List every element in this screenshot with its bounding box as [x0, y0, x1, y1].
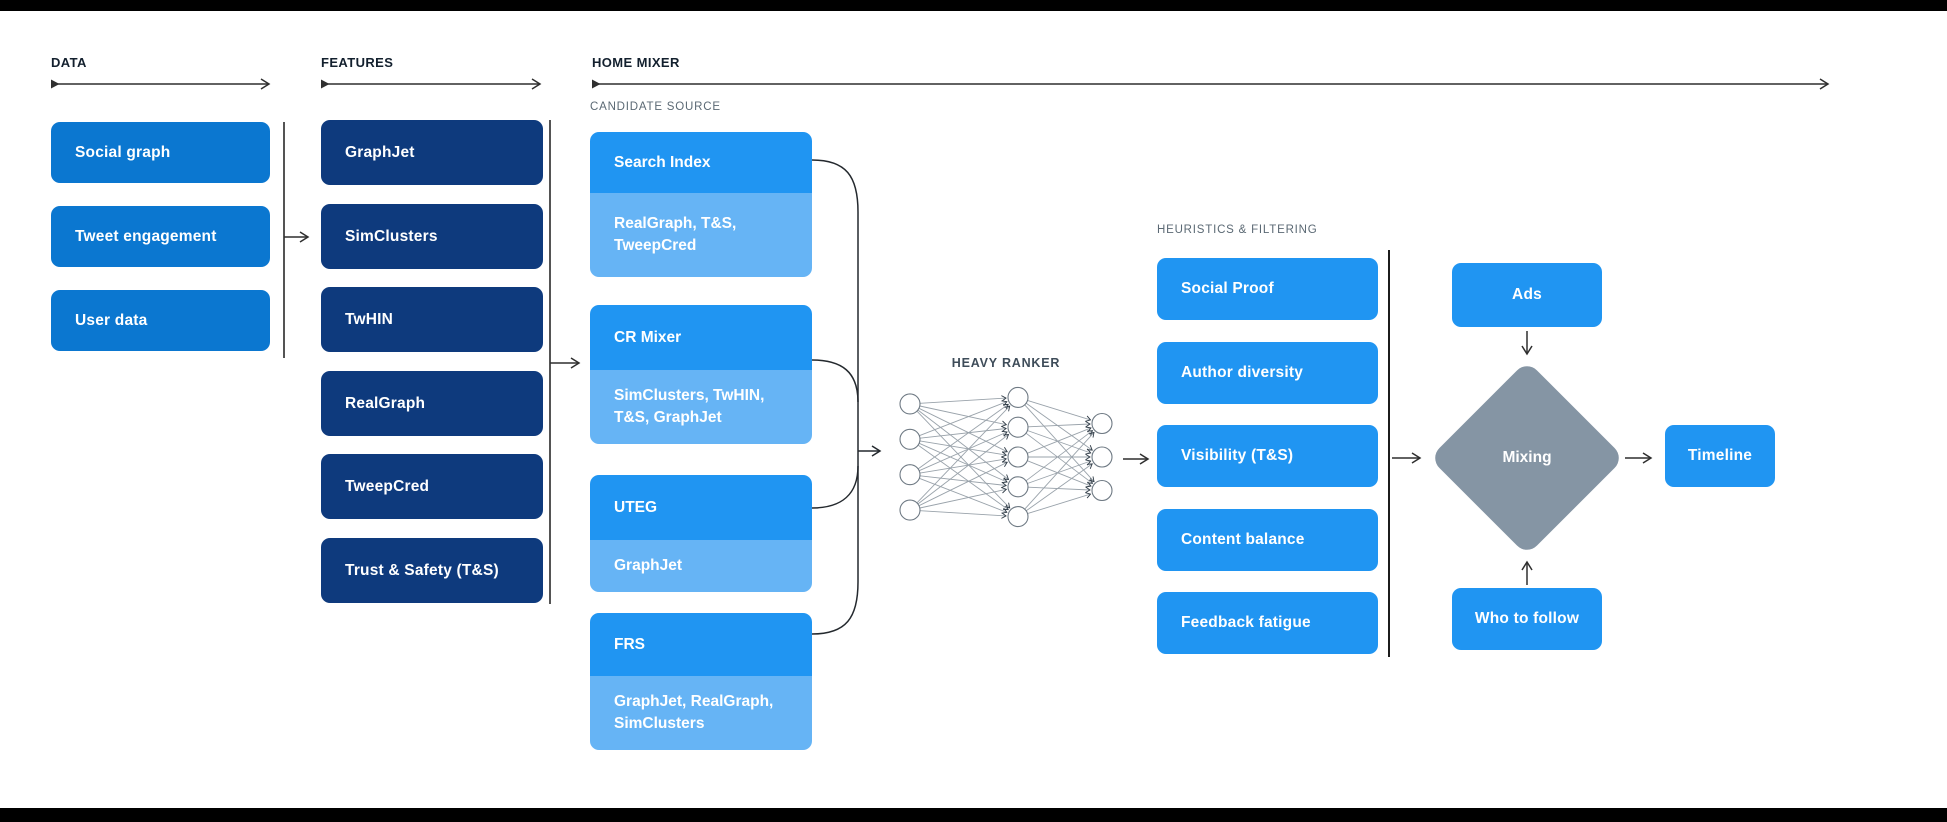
feature-box-simclusters: SimClusters — [321, 204, 543, 269]
feature-box-graphjet: GraphJet — [321, 120, 543, 185]
data-box-social-graph: Social graph — [51, 122, 270, 183]
section-label-data: DATA — [51, 55, 87, 70]
candidate-inputs: GraphJet — [590, 540, 812, 592]
feature-box-trust-safety: Trust & Safety (T&S) — [321, 538, 543, 603]
data-header-arrow — [51, 78, 271, 90]
candidate-title: CR Mixer — [590, 305, 812, 370]
candidate-collector-curves — [811, 159, 882, 635]
who-to-follow-box: Who to follow — [1452, 588, 1602, 650]
home-mixer-header-arrow — [592, 78, 1830, 90]
candidate-title: UTEG — [590, 475, 812, 540]
heuristic-box-author-diversity: Author diversity — [1157, 342, 1378, 404]
data-box-user-data: User data — [51, 290, 270, 351]
features-header-arrow — [321, 78, 542, 90]
letterbox-top — [0, 0, 1947, 11]
ads-box: Ads — [1452, 263, 1602, 327]
candidate-source-label: CANDIDATE SOURCE — [590, 101, 721, 113]
feature-box-realgraph: RealGraph — [321, 371, 543, 436]
candidate-inputs: SimClusters, TwHIN, T&S, GraphJet — [590, 370, 812, 444]
candidate-group-search-index: Search Index RealGraph, T&S, TweepCred — [590, 132, 812, 277]
timeline-box: Timeline — [1665, 425, 1775, 487]
heuristic-box-feedback-fatigue: Feedback fatigue — [1157, 592, 1378, 654]
feature-box-twhin: TwHIN — [321, 287, 543, 352]
heuristic-box-content-balance: Content balance — [1157, 509, 1378, 571]
heuristic-box-social-proof: Social Proof — [1157, 258, 1378, 320]
candidate-group-cr-mixer: CR Mixer SimClusters, TwHIN, T&S, GraphJ… — [590, 305, 812, 444]
feature-box-tweepcred: TweepCred — [321, 454, 543, 519]
candidate-group-frs: FRS GraphJet, RealGraph, SimClusters — [590, 613, 812, 750]
letterbox-bottom — [0, 808, 1947, 822]
candidate-inputs: RealGraph, T&S, TweepCred — [590, 193, 812, 277]
candidate-inputs: GraphJet, RealGraph, SimClusters — [590, 676, 812, 750]
candidate-title: Search Index — [590, 132, 812, 193]
section-label-features: FEATURES — [321, 55, 394, 70]
candidate-group-uteg: UTEG GraphJet — [590, 475, 812, 592]
data-box-tweet-engagement: Tweet engagement — [51, 206, 270, 267]
mixing-label: Mixing — [1502, 449, 1552, 466]
candidate-title: FRS — [590, 613, 812, 676]
heuristics-label: HEURISTICS & FILTERING — [1157, 224, 1318, 236]
section-label-home-mixer: HOME MIXER — [592, 55, 680, 70]
heuristic-box-visibility: Visibility (T&S) — [1157, 425, 1378, 487]
heavy-ranker-network — [899, 386, 1113, 528]
heavy-ranker-label: HEAVY RANKER — [951, 356, 1061, 370]
